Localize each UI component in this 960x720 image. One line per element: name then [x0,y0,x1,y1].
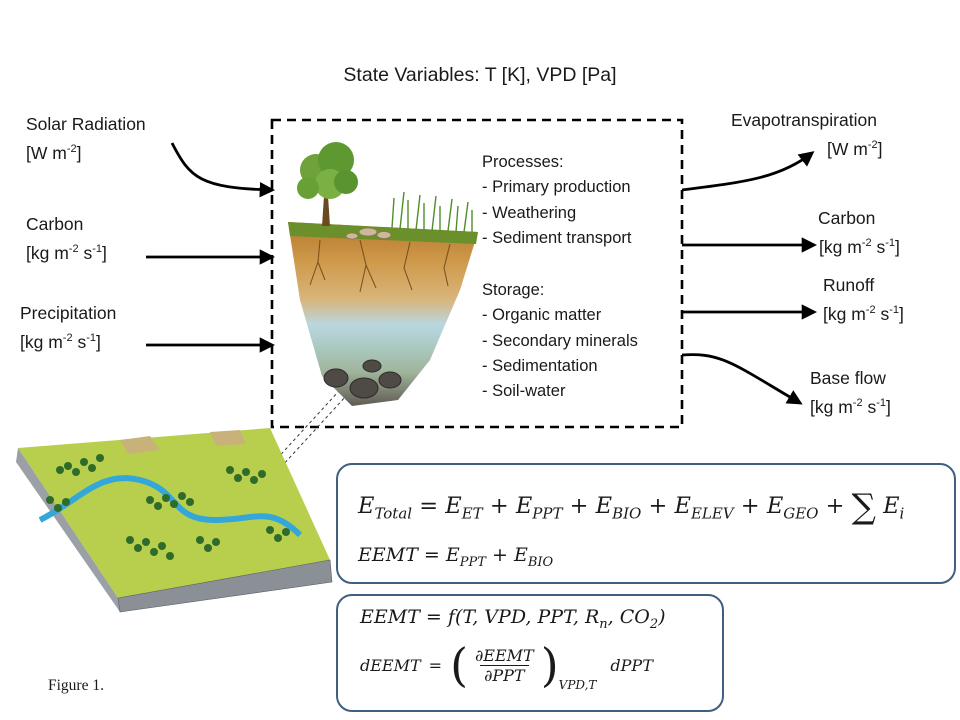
soil-column-illustration [288,142,478,406]
input-unit: [kg m-2 s-1] [26,242,107,263]
output-evapotranspiration: Evapotranspiration [W m-2] [731,108,882,162]
output-runoff: Runoff [kg m-2 s-1] [823,273,904,327]
figure-caption: Figure 1. [48,677,104,694]
output-unit: [kg m-2 s-1] [810,396,891,417]
output-name: Base flow [810,368,886,388]
energy-equations-box: ETotal = EET + EPPT + EBIO + EELEV + EGE… [336,463,956,584]
input-name: Solar Radiation [26,114,146,134]
storage-heading: Storage: [482,281,545,299]
partial-derivative-fraction: ∂EEMT ∂PPT [475,645,534,685]
processes-list: Processes: - Primary production - Weathe… [482,150,631,251]
d-eemt-equation: dEEMT = ( ∂EEMT ∂PPT ) VPD,T dPPT [360,638,653,692]
list-item: - Sediment transport [482,228,632,247]
processes-heading: Processes: [482,153,564,171]
solar-radiation-arrow [170,142,276,198]
output-name: Runoff [823,275,875,295]
base-flow-arrow [681,353,803,405]
list-item: - Soil-water [482,382,566,401]
input-unit: [W m-2] [26,142,82,163]
output-unit: [W m-2] [827,138,883,159]
input-unit: [kg m-2 s-1] [20,331,101,352]
input-name: Carbon [26,214,84,234]
list-item: - Secondary minerals [482,331,638,350]
output-base-flow: Base flow [kg m-2 s-1] [810,366,891,420]
list-item: - Weathering [482,203,577,222]
eemt-definition-equation: EEMT = EPPT + EBIO [358,544,554,570]
summation-symbol: ∑ [851,487,876,527]
list-item: - Organic matter [482,306,602,325]
input-name: Precipitation [20,303,117,323]
storage-list: Storage: - Organic matter - Secondary mi… [482,278,638,404]
eemt-function-box: EEMT = f(T, VPD, PPT, Rn, CO2) dEEMT = (… [336,594,724,712]
output-unit: [kg m-2 s-1] [819,236,900,257]
list-item: - Sedimentation [482,356,598,375]
eemt-function-equation: EEMT = f(T, VPD, PPT, Rn, CO2) [360,606,666,632]
input-solar-radiation: Solar Radiation [W m-2] [26,112,146,166]
list-item: - Primary production [482,178,631,197]
state-variables-title: State Variables: T [K], VPD [Pa] [343,64,617,86]
e-total-equation: ETotal = EET + EPPT + EBIO + EELEV + EGE… [358,487,905,527]
evapotranspiration-arrow [681,151,815,192]
output-carbon: Carbon [kg m-2 s-1] [818,206,900,260]
system-box [270,118,684,429]
output-unit: [kg m-2 s-1] [823,303,904,324]
output-name: Evapotranspiration [731,110,877,130]
input-precipitation: Precipitation [kg m-2 s-1] [20,301,116,355]
output-name: Carbon [818,208,876,228]
input-carbon: Carbon [kg m-2 s-1] [26,212,107,266]
landscape-block-illustration [16,428,333,613]
